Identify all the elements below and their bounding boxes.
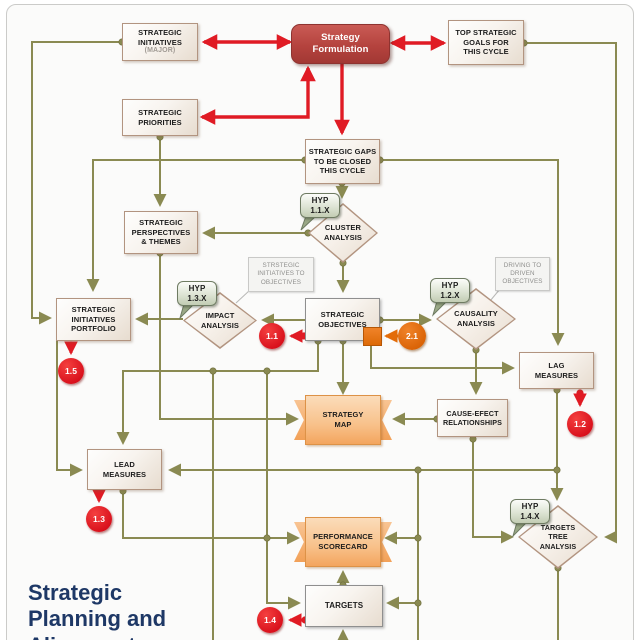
node-strategy-formulation: Strategy Formulation [291, 24, 390, 64]
strategy-formulation-label: Strategy Formulation [312, 31, 369, 55]
strategic-initiatives-sub-label: (MAJOR) [144, 47, 176, 55]
badge-1-1-label: 1.1 [265, 330, 279, 341]
badge-1-2: 1.2 [567, 411, 593, 437]
badge-1-1: 1.1 [259, 323, 285, 349]
badge-1-3: 1.3 [86, 506, 112, 532]
node-strategic-gaps: STRATEGIC GAPS TO BE CLOSED THIS CYCLE [305, 139, 380, 184]
badge-1-3-label: 1.3 [92, 513, 106, 524]
node-strategic-initiatives: STRATEGIC INITIATIVES(MAJOR) [122, 23, 198, 61]
badge-1-4: 1.4 [257, 607, 283, 633]
red-arrows [199, 34, 447, 136]
strategic-gaps-label: STRATEGIC GAPS TO BE CLOSED THIS CYCLE [308, 147, 377, 176]
impact-analysis-label: IMPACT ANALYSIS [200, 310, 240, 330]
node-strategic-priorities: STRATEGIC PRIORITIES [122, 99, 198, 136]
callout-hyp-1-1: HYP 1.1.X [300, 193, 340, 218]
note-driving-label: DRIVING TO DRIVEN OBJECTIVES [502, 261, 543, 286]
node-cluster-analysis: CLUSTER ANALYSIS [308, 203, 378, 263]
node-targets: TARGETS [305, 585, 383, 627]
node-strategic-initiatives-portfolio: STRATEGIC INITIATIVES PORTFOLIO [56, 298, 131, 341]
cause-effect-label: CAUSE-EFECT RELATIONSHIPS [442, 408, 503, 427]
targets-label: TARGETS [324, 600, 364, 610]
hyp-1-4-label: HYP 1.4.X [520, 501, 540, 521]
badge-1-5-label: 1.5 [64, 365, 78, 376]
note-initiatives-to-objectives: STRSTEGIC INITIATIVES TO OBJECTIVES [248, 257, 314, 292]
node-strategy-map: STRATEGY MAP [294, 395, 392, 445]
callout-hyp-1-3: HYP 1.3.X [177, 281, 217, 306]
hyp-1-2-label: HYP 1.2.X [440, 280, 460, 300]
badge-1-2-label: 1.2 [573, 418, 587, 429]
strategic-initiatives-label: STRATEGIC INITIATIVES [138, 27, 182, 47]
badge-2-1: 2.1 [398, 322, 426, 350]
note-initiatives-label: STRSTEGIC INITIATIVES TO OBJECTIVES [257, 262, 305, 286]
orange-marker-square [363, 327, 382, 346]
callout-hyp-1-4: HYP 1.4.X [510, 499, 550, 524]
top-strategic-goals-label: TOP STRATEGIC GOALS FOR THIS CYCLE [455, 28, 517, 57]
cluster-analysis-label: CLUSTER ANALYSIS [323, 223, 363, 242]
performance-scorecard-label: PERFORMANCE SCORECARD [313, 532, 373, 551]
causality-analysis-label: CAUSALITY ANALYSIS [454, 309, 498, 328]
portfolio-label: STRATEGIC INITIATIVES PORTFOLIO [71, 305, 116, 334]
node-cause-effect-relationships: CAUSE-EFECT RELATIONSHIPS [437, 399, 508, 437]
strategic-priorities-label: STRATEGIC PRIORITIES [138, 107, 182, 127]
badge-2-1-label: 2.1 [405, 330, 419, 341]
olive-connectors [31, 41, 618, 640]
hyp-1-3-label: HYP 1.3.X [187, 283, 207, 303]
lag-measures-label: LAG MEASURES [534, 360, 579, 380]
badge-1-5: 1.5 [58, 358, 84, 384]
callout-hyp-1-2: HYP 1.2.X [430, 278, 470, 303]
node-top-strategic-goals: TOP STRATEGIC GOALS FOR THIS CYCLE [448, 20, 524, 65]
node-lead-measures: LEAD MEASURES [87, 449, 162, 490]
note-driving-to-driven: DRIVING TO DRIVEN OBJECTIVES [495, 257, 550, 291]
targets-tree-label: TARGETS TREE ANALYSIS [539, 523, 577, 551]
hyp-1-1-label: HYP 1.1.X [310, 195, 330, 215]
strategic-objectives-label: STRATEGIC OBJECTIVES [318, 309, 367, 329]
strategy-map-label: STRATEGY MAP [322, 410, 364, 429]
node-strategic-perspectives: STRATEGIC PERSPECTIVES & THEMES [124, 211, 198, 254]
strategic-perspectives-label: STRATEGIC PERSPECTIVES & THEMES [131, 218, 191, 247]
badge-1-4-label: 1.4 [263, 614, 277, 625]
page-title: Strategic Planning and Alignment [28, 580, 167, 640]
lead-measures-label: LEAD MEASURES [102, 459, 147, 479]
node-lag-measures: LAG MEASURES [519, 352, 594, 389]
callout-tails [178, 215, 529, 538]
note-threads [235, 288, 501, 304]
node-performance-scorecard: PERFORMANCE SCORECARD [294, 517, 392, 567]
